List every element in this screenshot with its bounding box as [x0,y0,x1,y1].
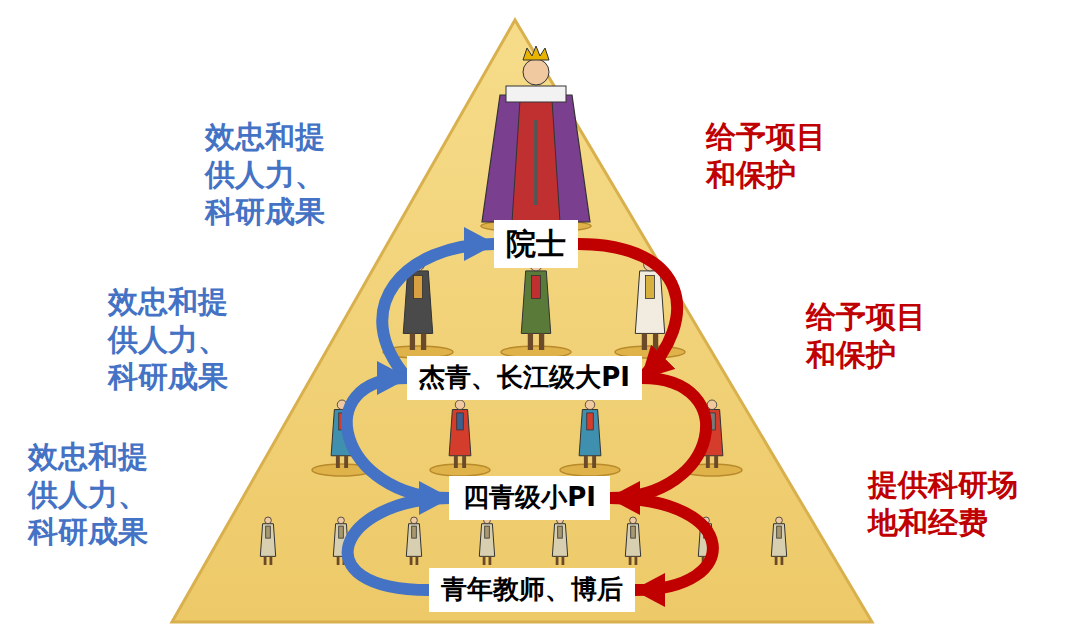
arrow-label: 提供科研场地和经费 [868,466,1027,541]
figure-part [338,517,345,524]
figure-part [775,556,778,565]
pedestal [560,464,620,476]
level-box: 四青级小PI [449,476,610,520]
arrow-label: 效忠和提供人力、科研成果 [108,283,237,396]
peasant-figure [260,517,275,565]
figure-part [260,524,275,557]
knight-figure [449,400,471,468]
figure-part [579,410,601,456]
figure-part [414,275,423,298]
figure-part [270,556,273,565]
arrow-label: 给予项目和保护 [806,298,935,373]
figure-part [592,456,596,468]
figure-part [339,526,344,538]
figure-part [706,456,710,468]
figure-part [455,400,465,410]
figure-part [406,524,421,557]
peasant-figure [479,517,494,565]
noble-figure [521,258,550,350]
peasant-figure [552,517,567,565]
figure-part [482,95,590,222]
figure-part [265,517,272,524]
figure-part [630,517,637,524]
peasant-figure [406,517,421,565]
figure-part [523,46,549,60]
figure-part [771,524,786,557]
figure-part [454,456,458,468]
level-label: 杰青、长江级大PI [419,362,630,393]
figure-part [336,456,340,468]
figure-part [512,100,560,222]
figure-part [585,400,595,410]
figure-part [449,410,471,456]
knight-figure [579,400,601,468]
arrow-label: 给予项目和保护 [706,118,835,193]
figure-part [707,400,717,410]
figure-part [528,333,533,350]
figure-part [410,333,415,350]
figure-part [266,526,271,538]
figure-part [539,333,544,350]
figure-part [462,456,466,468]
figure-part [635,556,638,565]
figure-part [635,271,664,334]
figure-part [523,59,549,85]
arrow-label: 效忠和提供人力、科研成果 [205,118,334,231]
pyramid [172,20,872,622]
figure-part [714,456,718,468]
figure-part [776,517,783,524]
level-label: 青年教师、博后 [441,574,623,605]
figure-part [642,333,647,350]
figure-part [264,556,267,565]
figure-part [479,524,494,557]
figure-part [781,556,784,565]
figure-part [534,120,538,205]
figure-part [556,556,559,565]
figure-part [344,456,348,468]
figure-part [457,413,464,430]
figure-part [625,524,640,557]
figure-part [552,524,567,557]
level-box: 杰青、长江级大PI [407,356,642,400]
figure-part [584,456,588,468]
king-figure [482,46,590,222]
peasant-figure [771,517,786,565]
figure-part [532,275,541,298]
pedestal [430,464,490,476]
figure-part [412,526,417,538]
peasant-figure [625,517,640,565]
figure-part [411,517,418,524]
figure-part [403,271,432,334]
figure-part [629,556,632,565]
figure-part [646,275,655,298]
figure-part [483,556,486,565]
figure-part [587,413,594,430]
figure-part [489,556,492,565]
figure-part [416,556,419,565]
figure-part [558,526,563,538]
figure-part [506,86,566,102]
level-label: 院士 [506,226,566,262]
figure-part [562,556,565,565]
arrow-label: 效忠和提供人力、科研成果 [28,438,157,551]
figure-part [777,526,782,538]
figure-part [410,556,413,565]
figure-part [631,526,636,538]
figure-part [421,333,426,350]
figure-part [653,333,658,350]
level-label: 四青级小PI [463,482,596,513]
level-box: 院士 [494,220,578,268]
figure-part [337,556,340,565]
figure-part [521,271,550,334]
figure-part [485,526,490,538]
level-box: 青年教师、博后 [429,568,635,612]
